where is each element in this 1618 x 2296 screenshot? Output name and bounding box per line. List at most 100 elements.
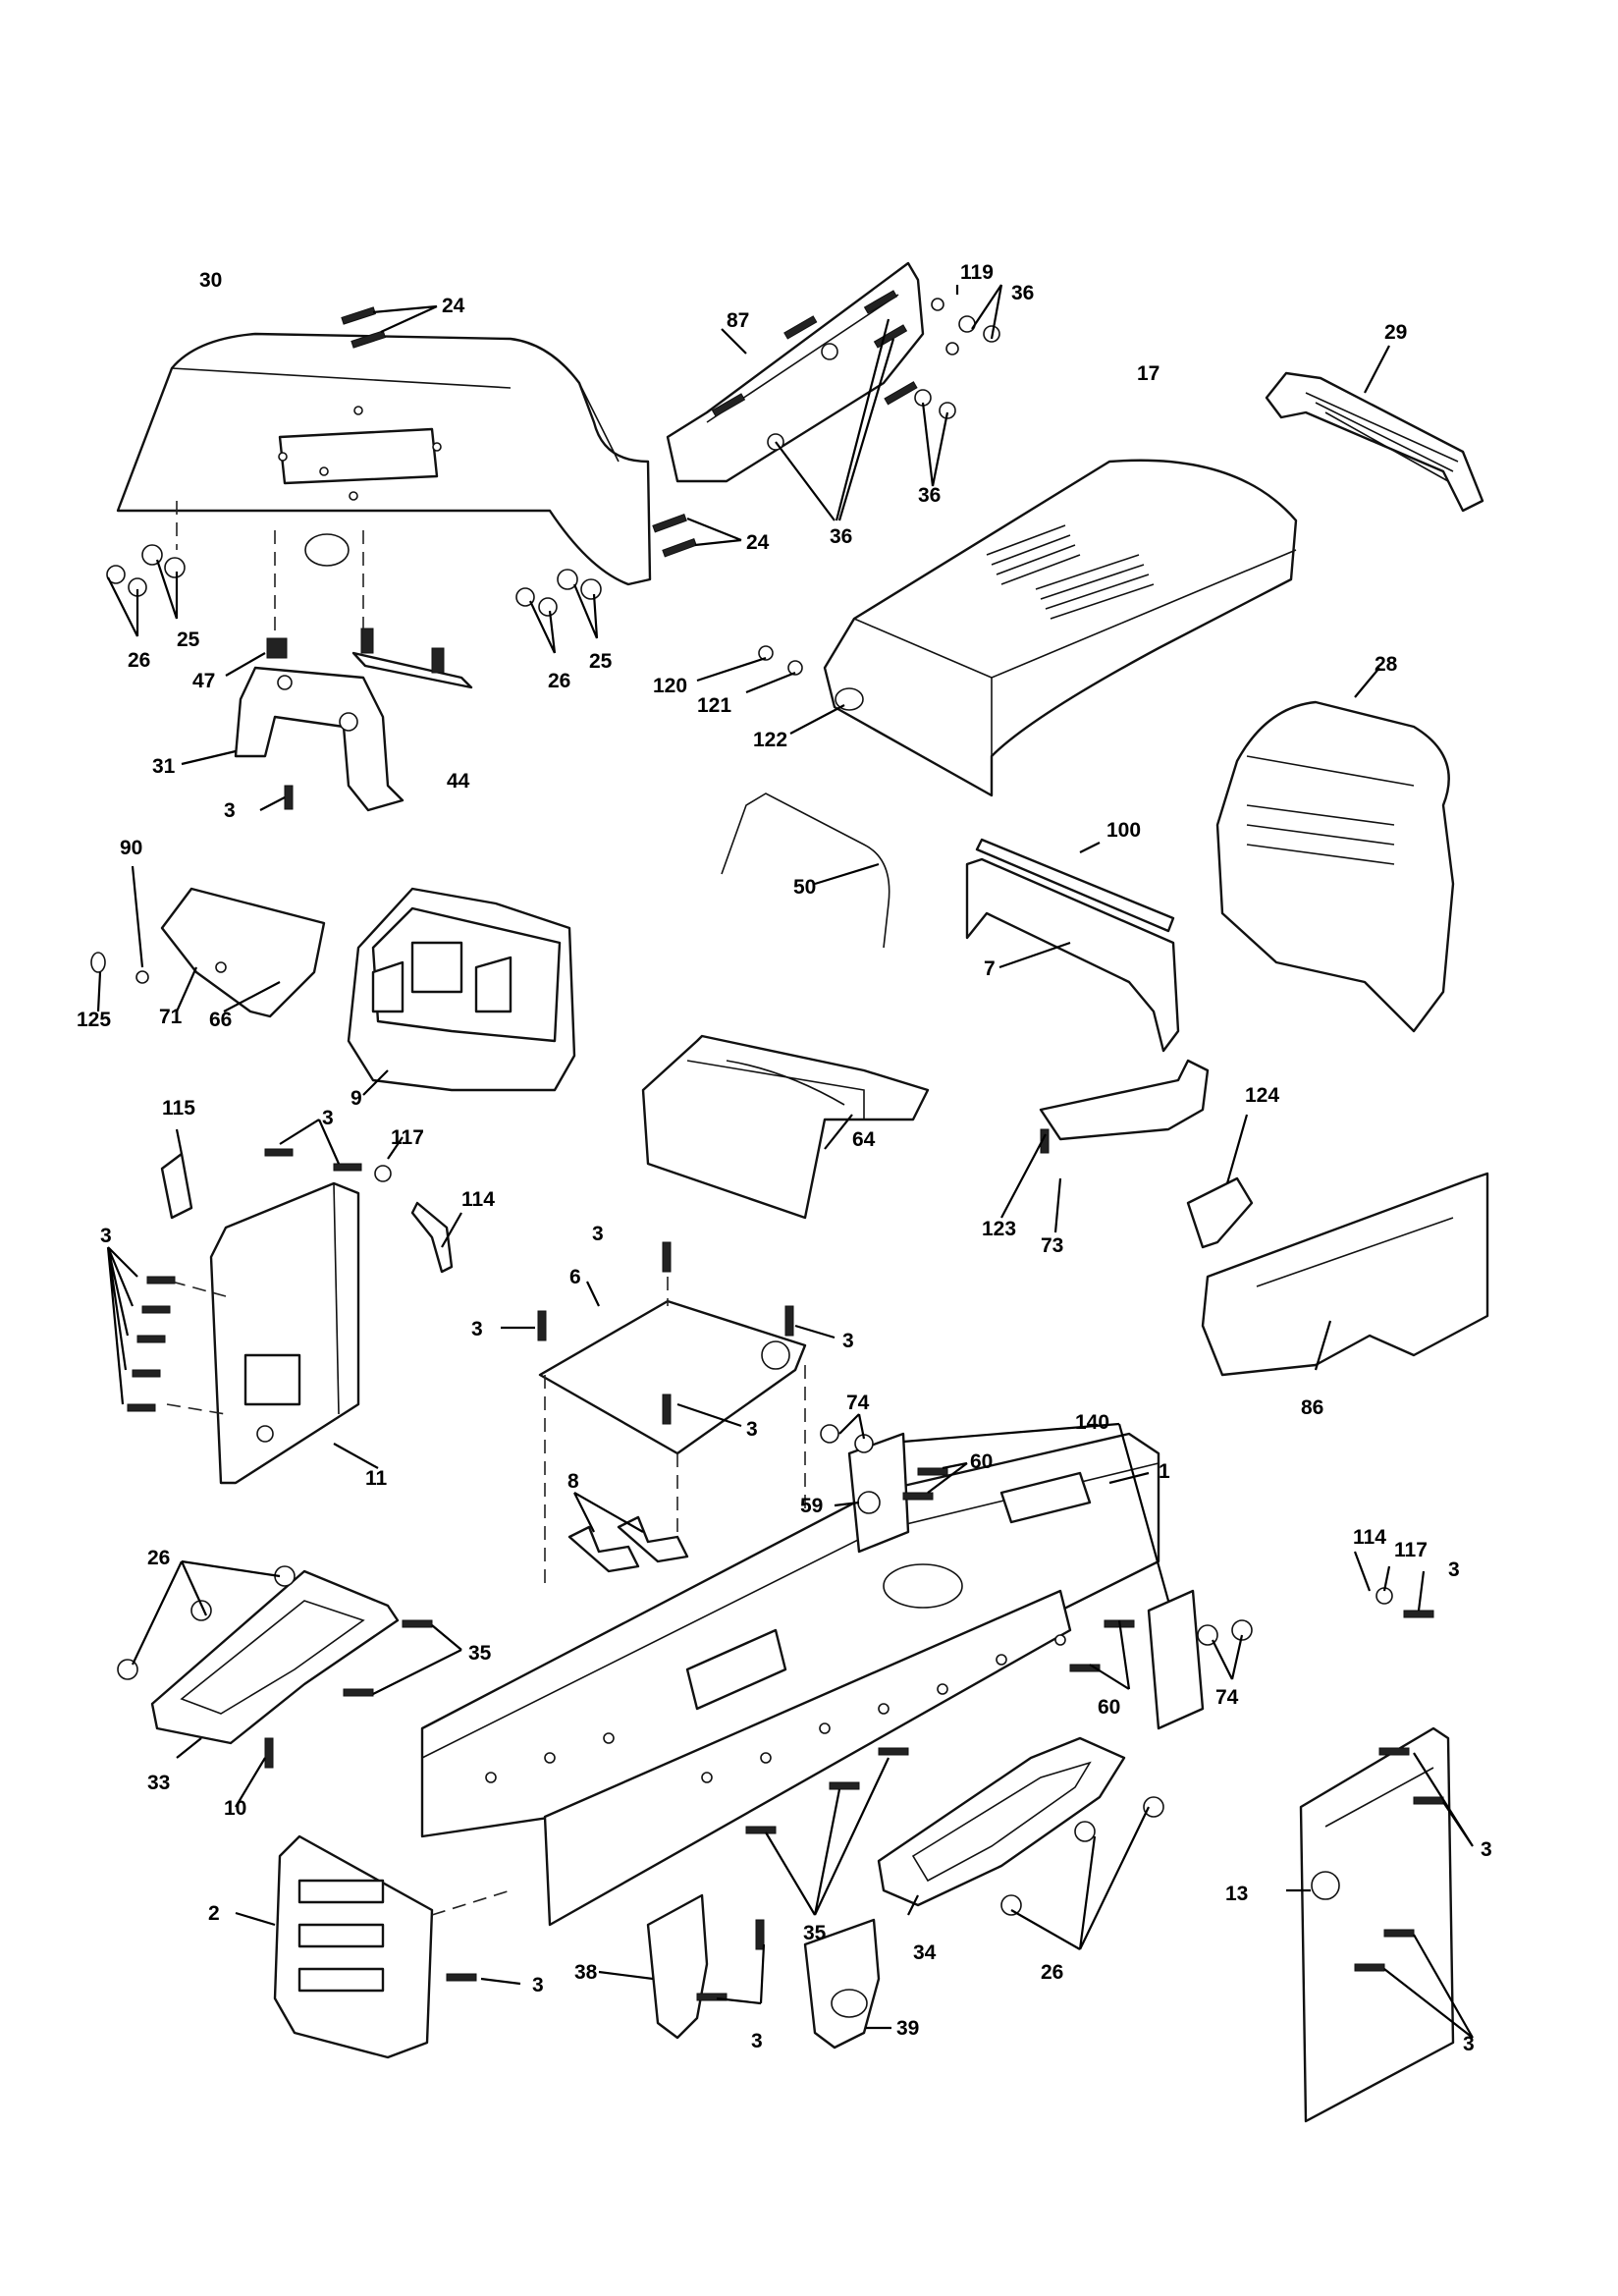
label-59: 59 (800, 1495, 823, 1517)
screws-3-left-plate (106, 1119, 392, 1415)
part-140-brackets (847, 1422, 1205, 1730)
label-123: 123 (982, 1218, 1016, 1240)
part-6-tray (501, 1241, 836, 1591)
label-121: 121 (697, 694, 731, 717)
part-9-housing (347, 887, 576, 1096)
hood-vents-upper (986, 524, 1081, 585)
label-115: 115 (162, 1097, 195, 1120)
label-114-right: 114 (1353, 1526, 1386, 1549)
part-64-frame (641, 1034, 930, 1220)
part-100-strip (975, 838, 1175, 933)
label-90: 90 (120, 837, 142, 859)
part-7-panel (965, 857, 1180, 1053)
label-73: 73 (1041, 1234, 1063, 1257)
label-120: 120 (653, 675, 687, 697)
label-39: 39 (896, 2017, 919, 2040)
label-25-right: 25 (589, 650, 613, 673)
part-123-bracket (1000, 1059, 1210, 1233)
label-71: 71 (159, 1006, 183, 1028)
label-17: 17 (1137, 362, 1160, 385)
label-13: 13 (1225, 1883, 1248, 1905)
label-24-top: 24 (442, 295, 465, 317)
screw-3-bracket (259, 785, 294, 811)
label-35-center: 35 (803, 1922, 827, 1944)
label-3-tray-bottom: 3 (746, 1418, 758, 1441)
part-66-shield (160, 887, 326, 1018)
label-124: 124 (1245, 1084, 1279, 1107)
label-74-bottom: 74 (1215, 1686, 1239, 1709)
part-87-cover (666, 261, 1003, 521)
label-117-right: 117 (1394, 1539, 1428, 1561)
label-31: 31 (152, 755, 176, 778)
label-114-left: 114 (461, 1188, 495, 1211)
part-30-cover (116, 332, 652, 586)
label-60-bottom: 60 (1098, 1696, 1120, 1719)
label-50: 50 (793, 876, 816, 899)
part-86-panel (1201, 1172, 1489, 1377)
label-74-top: 74 (846, 1392, 870, 1414)
label-36-center: 36 (830, 525, 852, 548)
part-34-footrest (877, 1736, 1164, 1950)
label-34: 34 (913, 1941, 937, 1964)
hardware-26-25-left (106, 544, 186, 637)
part-29-grille (1265, 345, 1484, 513)
part-2-plate (235, 1834, 521, 2059)
part-1-frame (420, 1432, 1160, 1927)
part-11-plate (209, 1181, 379, 1485)
label-26-right-footrest: 26 (1041, 1961, 1063, 1984)
callout-labels: 30 24 87 119 36 29 17 36 36 24 26 25 26 … (77, 261, 1492, 2055)
part-114-117-left (387, 1136, 462, 1274)
label-3-front: 3 (532, 1974, 544, 1996)
label-60-top: 60 (970, 1450, 993, 1473)
label-1: 1 (1159, 1460, 1170, 1483)
label-10: 10 (224, 1797, 246, 1820)
hood-vents-lower (1035, 554, 1155, 620)
label-140: 140 (1075, 1411, 1109, 1434)
label-26-right: 26 (548, 670, 570, 692)
label-30: 30 (199, 269, 222, 292)
part-38-bracket (598, 1893, 766, 2040)
label-38: 38 (574, 1961, 598, 1984)
label-117-left: 117 (391, 1126, 424, 1149)
bolts-24-right (652, 514, 742, 558)
part-8-clamps (567, 1492, 689, 1573)
label-100: 100 (1106, 819, 1141, 842)
part-13-plate (1286, 1551, 1474, 2123)
label-28: 28 (1375, 653, 1398, 676)
part-115-grommet (160, 1128, 193, 1220)
label-29: 29 (1384, 321, 1407, 344)
label-26-footrest: 26 (147, 1547, 170, 1569)
label-24-right: 24 (746, 531, 770, 554)
label-3-top-left: 3 (322, 1107, 334, 1129)
label-64: 64 (852, 1128, 876, 1151)
bolts-35-center (745, 1747, 909, 1916)
label-125: 125 (77, 1009, 111, 1031)
label-2: 2 (208, 1902, 220, 1925)
hardware-26-25-right (515, 569, 602, 654)
part-47-grommet (225, 637, 288, 677)
label-35-left: 35 (468, 1642, 492, 1665)
part-39-bracket (803, 1918, 891, 2050)
bolts-24-top (341, 304, 438, 349)
part-124-bracket (1186, 1114, 1254, 1249)
label-9: 9 (351, 1087, 362, 1110)
label-3-bracket: 3 (224, 799, 236, 822)
label-25-left: 25 (177, 629, 200, 651)
hardware-74-60-59 (820, 1413, 1253, 1690)
parts-120-121-122 (696, 645, 864, 735)
label-36-top: 36 (1011, 282, 1034, 304)
label-3-left: 3 (100, 1225, 112, 1247)
label-3-bottom: 3 (751, 2030, 763, 2052)
part-90-125-screw (90, 865, 198, 1012)
label-119: 119 (960, 261, 994, 284)
label-3-tray-right: 3 (842, 1330, 854, 1352)
label-11: 11 (365, 1467, 388, 1490)
label-3-right-bottom: 3 (1463, 2033, 1475, 2055)
part-50-wire (721, 793, 890, 949)
label-3-right-top: 3 (1448, 1558, 1460, 1581)
label-8: 8 (567, 1470, 579, 1493)
label-3-right-mid: 3 (1481, 1838, 1492, 1861)
label-86: 86 (1301, 1396, 1323, 1419)
part-44-plate (351, 628, 473, 689)
